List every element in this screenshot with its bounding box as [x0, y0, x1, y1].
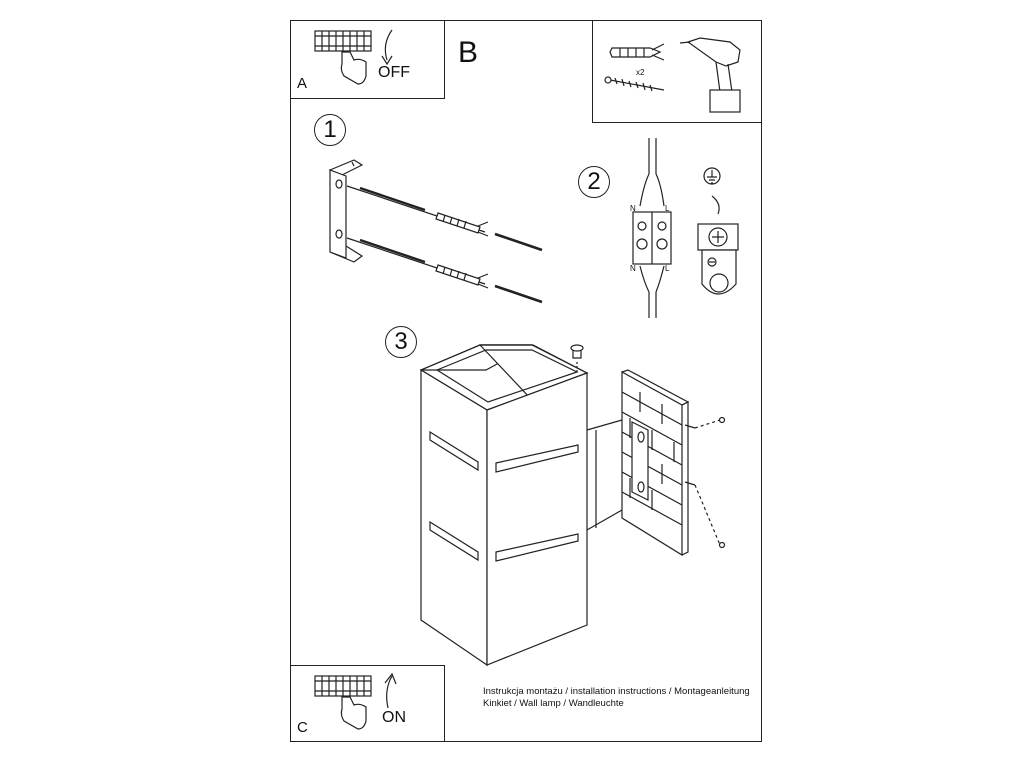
circuit-breaker-off-icon	[314, 29, 393, 85]
terminal-label-n-bottom: N	[630, 264, 636, 273]
screw-assembly-lower	[346, 237, 543, 304]
wall-plug-icon	[609, 43, 665, 61]
panel-c-letter: C	[297, 719, 308, 736]
caption-line-1: Instrukcja montażu / installation instru…	[483, 686, 750, 697]
wall-lamp-icon	[419, 344, 623, 667]
ground-terminal-icon	[697, 167, 739, 295]
terminal-label-l-bottom: L	[665, 264, 670, 273]
screw-assembly-upper	[346, 185, 543, 252]
lamp-screw-icon	[570, 344, 584, 372]
dowel-count-label: x2	[636, 68, 645, 77]
step-2-number: 2	[578, 166, 610, 198]
circuit-breaker-on-icon	[314, 672, 397, 730]
caption-line-2: Kinkiet / Wall lamp / Wandleuchte	[483, 698, 624, 709]
caption: Instrukcja montażu / installation instru…	[483, 686, 750, 710]
step-1-number: 1	[314, 114, 346, 146]
terminal-label-n-top: N	[630, 204, 636, 213]
step-3-number: 3	[385, 326, 417, 358]
off-label: OFF	[378, 64, 410, 81]
terminal-block-icon	[632, 138, 672, 318]
panel-a-letter: A	[297, 75, 308, 92]
drill-icon	[679, 37, 741, 113]
brick-wall-plate-icon	[621, 369, 726, 557]
instruction-sheet	[290, 20, 762, 742]
on-label: ON	[382, 709, 406, 726]
screw-icon	[604, 76, 665, 92]
panel-b-letter: B	[458, 36, 479, 69]
terminal-label-l-top: L	[665, 204, 670, 213]
mounting-bracket-icon	[328, 159, 364, 263]
